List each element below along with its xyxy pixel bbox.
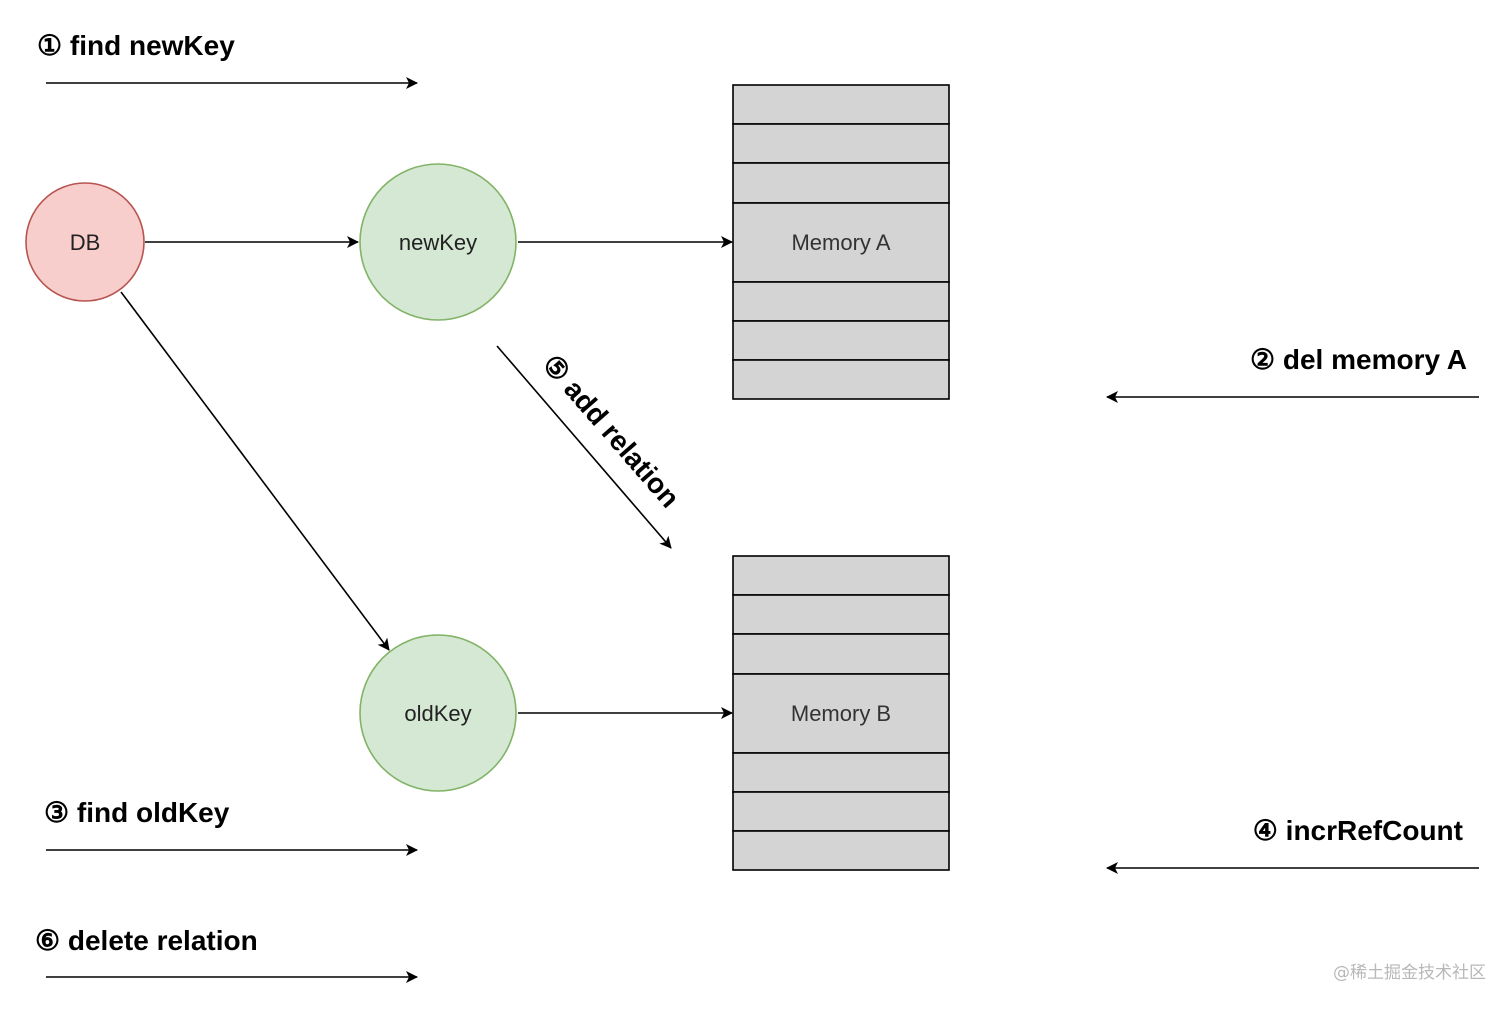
memory-a-cell bbox=[732, 281, 950, 322]
db-node: DB bbox=[25, 182, 145, 302]
memory-a-cell bbox=[732, 320, 950, 361]
memory-b-cell bbox=[732, 791, 950, 832]
step-5-arrow bbox=[496, 345, 672, 549]
memory-a-main-cell bbox=[732, 202, 950, 283]
memory-a-block: Memory A bbox=[732, 84, 950, 400]
step-5-label: ⑤ add relation bbox=[536, 349, 685, 514]
db-node-label: DB bbox=[70, 230, 101, 255]
db-node-circle bbox=[25, 182, 145, 302]
memory-b-cell bbox=[732, 830, 950, 871]
newkey-node-circle bbox=[359, 163, 517, 321]
step-3-label: ③ find oldKey bbox=[44, 797, 230, 828]
memory-a-cell bbox=[732, 359, 950, 400]
step-2-label: ② del memory A bbox=[1250, 344, 1467, 375]
memory-b-label: Memory B bbox=[791, 701, 891, 726]
memory-b-cell bbox=[732, 633, 950, 675]
watermark-text: @稀土掘金技术社区 bbox=[1333, 963, 1486, 983]
oldkey-node: oldKey bbox=[359, 634, 517, 792]
memory-b-cell bbox=[732, 752, 950, 793]
newkey-node-label: newKey bbox=[399, 230, 477, 255]
memory-b-cell bbox=[732, 555, 950, 596]
step-1-label: ① find newKey bbox=[37, 30, 235, 61]
memory-a-cell bbox=[732, 162, 950, 204]
newkey-node: newKey bbox=[359, 163, 517, 321]
oldkey-node-circle bbox=[359, 634, 517, 792]
memory-a-label: Memory A bbox=[791, 230, 890, 255]
memory-b-cell bbox=[732, 594, 950, 635]
step-6-label: ⑥ delete relation bbox=[35, 925, 258, 956]
step-4-label: ④ incrRefCount bbox=[1253, 815, 1463, 846]
edge-db-to-oldkey bbox=[120, 291, 390, 651]
oldkey-node-label: oldKey bbox=[404, 701, 471, 726]
memory-a-cell bbox=[732, 84, 950, 125]
memory-b-block: Memory B bbox=[732, 555, 950, 871]
memory-a-cell bbox=[732, 123, 950, 164]
